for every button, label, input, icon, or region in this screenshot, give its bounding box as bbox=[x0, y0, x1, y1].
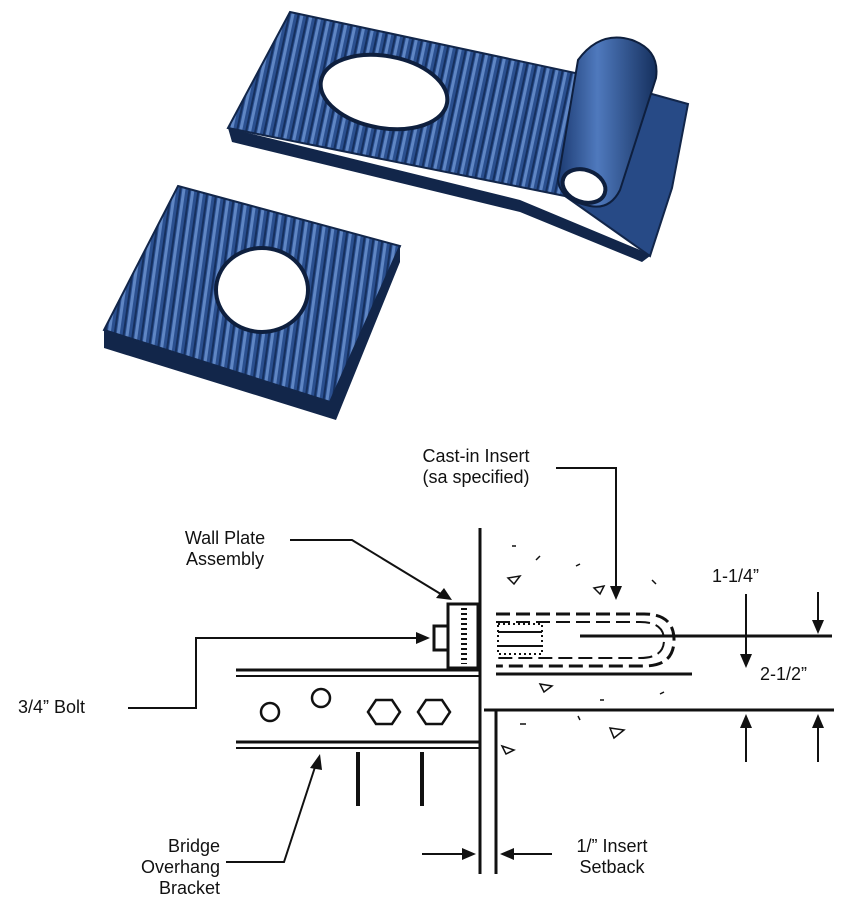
aggregate-speck bbox=[506, 574, 522, 586]
cast-in-insert-inner bbox=[496, 621, 666, 659]
label-bridge-line2: Overhang bbox=[140, 857, 220, 877]
aggregate-speck bbox=[500, 744, 516, 756]
label-setback-line2: Setback bbox=[579, 857, 645, 877]
plate-edge bbox=[228, 128, 650, 262]
aggregate-dot bbox=[535, 555, 541, 561]
aggregate-dot bbox=[651, 579, 657, 585]
label-bridge-line3: Bracket bbox=[158, 878, 220, 898]
washer-hole bbox=[214, 246, 310, 334]
arrowhead bbox=[310, 754, 322, 770]
label-bridge-bracket: Bridge Overhang Bracket bbox=[100, 836, 220, 899]
aggregate-speck bbox=[592, 584, 606, 596]
label-wall-plate-line2: Assembly bbox=[185, 549, 265, 569]
bracket-hole-hex bbox=[366, 698, 402, 726]
aggregate-dot bbox=[659, 691, 665, 695]
washer-photo bbox=[102, 184, 402, 420]
label-cast-in-insert: Cast-in Insert (sa specified) bbox=[394, 446, 558, 488]
installation-diagram bbox=[236, 528, 834, 874]
cast-in-insert bbox=[496, 612, 676, 668]
arrowhead bbox=[740, 654, 752, 668]
label-bridge-line1: Bridge bbox=[167, 836, 220, 856]
arrowhead bbox=[740, 714, 752, 728]
label-dim-lower: 2-1/2” bbox=[760, 664, 808, 684]
aggregate-dot bbox=[577, 715, 581, 721]
label-insert-setback: 1/” Insert Setback bbox=[552, 836, 672, 878]
label-setback-line1: 1/” Insert bbox=[576, 836, 648, 856]
washer-edge bbox=[104, 246, 400, 420]
plate-slot bbox=[318, 52, 450, 132]
label-wall-plate-line1: Wall Plate bbox=[184, 528, 266, 548]
aggregate-speck bbox=[538, 683, 554, 694]
wall-plate-photo bbox=[226, 10, 690, 262]
leader-bolt bbox=[128, 637, 418, 709]
leader-wall-plate bbox=[290, 539, 445, 597]
leader-cast-in-insert bbox=[556, 467, 617, 588]
bracket-hole-round bbox=[259, 701, 281, 723]
arrowhead bbox=[500, 848, 514, 860]
aggregate-speck bbox=[608, 727, 626, 740]
arrowhead bbox=[436, 588, 452, 600]
label-bolt: 3/4” Bolt bbox=[18, 697, 86, 717]
leader-lines bbox=[128, 467, 819, 863]
arrowhead bbox=[610, 586, 622, 600]
label-dim-upper: 1-1/4” bbox=[712, 566, 760, 586]
aggregate-dot bbox=[575, 563, 581, 567]
cylinder-hole bbox=[560, 167, 608, 205]
bracket-hole-hex bbox=[416, 698, 452, 726]
arrowhead bbox=[812, 620, 824, 634]
bracket-hole-round bbox=[310, 687, 332, 709]
label-cast-in-insert-line1: Cast-in Insert bbox=[422, 446, 530, 466]
arrowhead bbox=[462, 848, 476, 860]
aggregate-specks bbox=[500, 545, 665, 756]
label-cast-in-insert-line2: (sa specified) bbox=[422, 467, 530, 487]
leader-bridge bbox=[226, 763, 317, 863]
label-wall-plate: Wall Plate Assembly bbox=[160, 528, 290, 570]
arrowheads bbox=[310, 586, 824, 860]
bolt-head bbox=[432, 624, 450, 652]
arrowhead bbox=[416, 632, 430, 644]
arrowhead bbox=[812, 714, 824, 728]
insert-coil bbox=[497, 623, 543, 655]
